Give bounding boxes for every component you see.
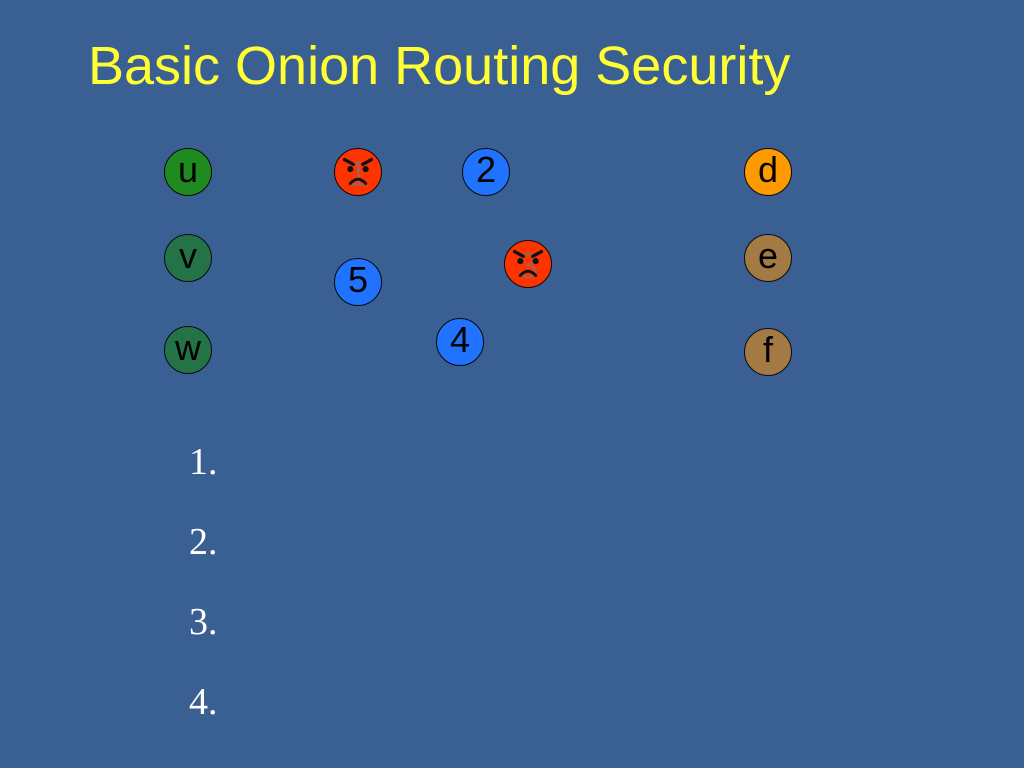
router-node-4: 4 — [436, 318, 484, 366]
angry-face-icon — [342, 157, 374, 185]
user-node-w: w — [164, 326, 212, 374]
destination-node-label: f — [762, 329, 773, 370]
destination-node-label: e — [757, 235, 779, 276]
router-node-2: 2 — [462, 148, 510, 196]
list-item: 2. — [189, 521, 218, 563]
router-node-label: 2 — [475, 149, 497, 190]
router-node-3: 3 — [504, 240, 552, 288]
router-node-label: 4 — [449, 319, 471, 360]
destination-node-f: f — [744, 328, 792, 376]
router-node-label: 5 — [347, 259, 369, 300]
destination-node-e: e — [744, 234, 792, 282]
list-item: 3. — [189, 601, 218, 643]
user-node-label: w — [175, 327, 201, 368]
router-node-5: 5 — [334, 258, 382, 306]
steps-list: 1. 2. 3. 4. — [189, 440, 218, 760]
angry-face-icon — [512, 249, 544, 277]
user-node-label: u — [177, 149, 199, 190]
list-item: 4. — [189, 681, 218, 723]
router-node-1: 1 — [334, 148, 382, 196]
user-node-u: u — [164, 148, 212, 196]
list-item: 1. — [189, 441, 218, 483]
user-node-label: v — [179, 235, 197, 276]
user-node-v: v — [164, 234, 212, 282]
destination-node-label: d — [757, 149, 779, 190]
slide-title: Basic Onion Routing Security — [88, 36, 791, 96]
destination-node-d: d — [744, 148, 792, 196]
